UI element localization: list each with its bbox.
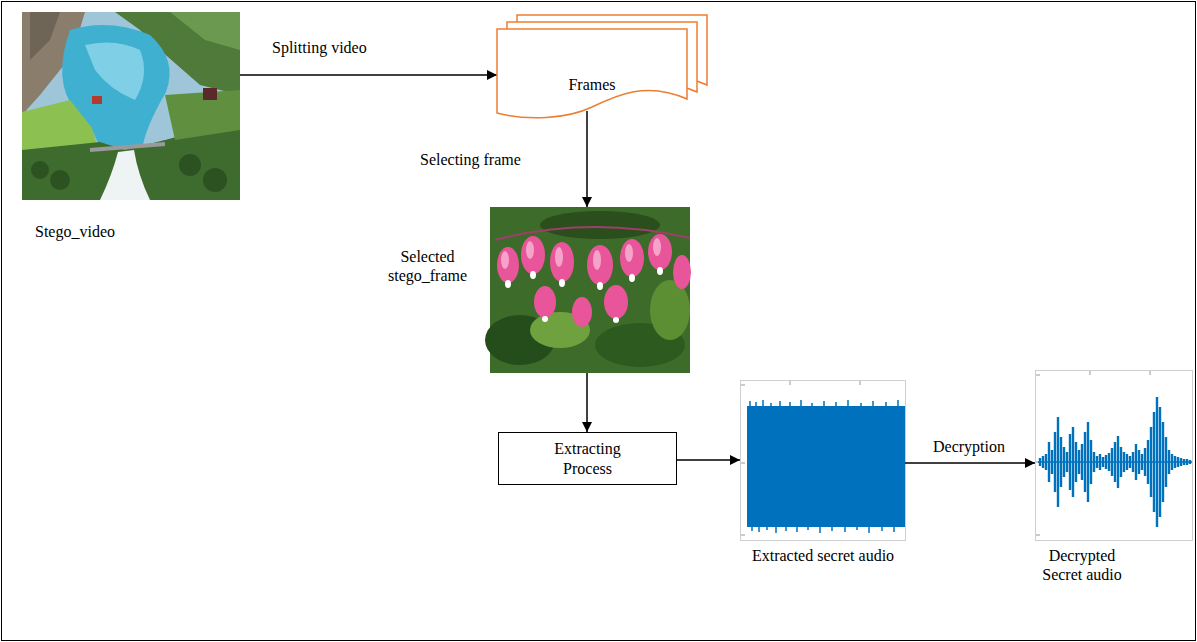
- edge-label: Decryption: [933, 437, 1005, 456]
- edge-label: Splitting video: [272, 38, 367, 57]
- audio-plot-node: Decrypted Secret audio: [1035, 370, 1193, 540]
- arrow-connector: [586, 111, 588, 207]
- speech-waveform: [1036, 371, 1193, 541]
- arrow-connector: [586, 373, 588, 432]
- noise-waveform: [741, 381, 906, 541]
- caption: Extracted secret audio: [748, 546, 898, 565]
- caption: Decrypted Secret audio: [1027, 546, 1137, 584]
- frames-document-stack: Frames: [497, 15, 707, 111]
- arrow-connector: [677, 459, 740, 461]
- caption: Frames: [497, 75, 687, 94]
- process-label: Extracting Process: [542, 439, 634, 477]
- frame-image-node: Selected stego_frame: [490, 207, 690, 373]
- flower-frame: [485, 207, 691, 373]
- process-box: Extracting Process: [498, 432, 677, 485]
- audio-plot-node: Extracted secret audio: [740, 380, 905, 540]
- caption: Selected stego_frame: [375, 247, 480, 285]
- video-thumbnail: [22, 12, 240, 200]
- arrow-connector: [905, 462, 1035, 464]
- edge-label: Selecting frame: [420, 150, 521, 169]
- document-shape: [497, 15, 707, 111]
- video-image-node: Stego_video: [22, 12, 240, 200]
- document-outline: [497, 29, 687, 118]
- arrow-connector: [240, 74, 497, 76]
- caption: Stego_video: [35, 222, 215, 241]
